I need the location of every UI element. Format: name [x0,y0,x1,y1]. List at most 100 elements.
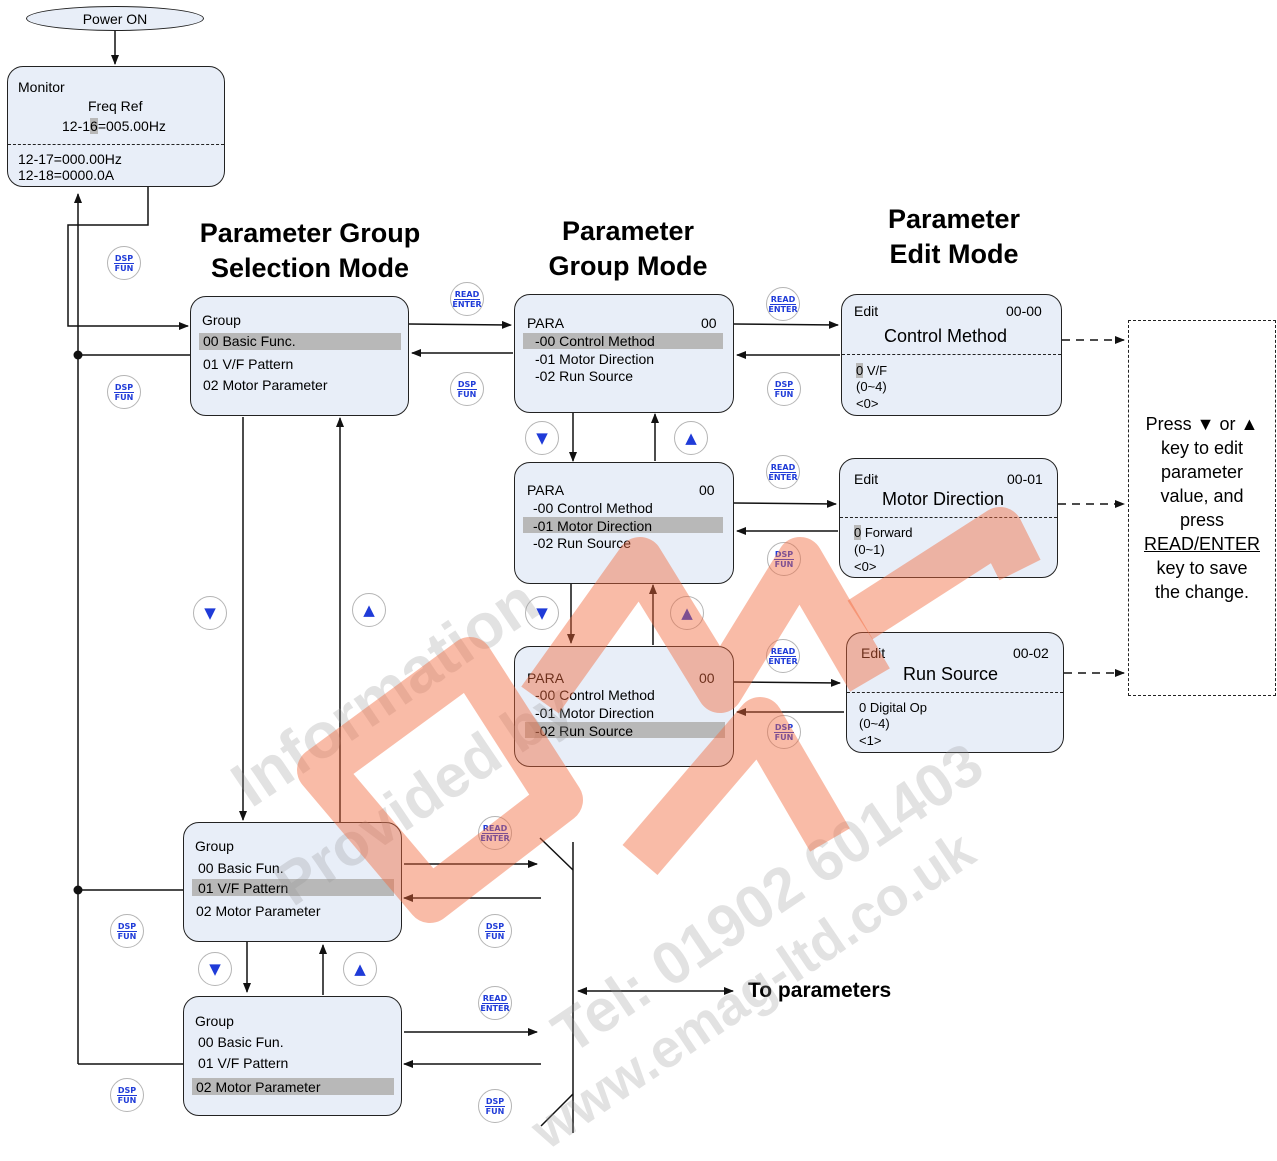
group-item-motor: 02 Motor Parameter [203,377,328,393]
group-item-basic: 00 Basic Func. [203,333,296,349]
edit-divider [842,354,1061,355]
up-key-icon: ▲ [670,596,704,630]
selection-highlight [199,333,401,350]
edit-box-2: Edit 00-01 Motor Direction 0 Forward (0~… [839,458,1058,578]
edit-title: Edit [854,303,879,319]
group-item-motor: 02 Motor Parameter [196,1079,321,1095]
selection-highlight [525,722,725,738]
up-key-icon: ▲ [674,421,708,455]
edit-value: 0 Forward [854,525,913,540]
group-item-vf: 01 V/F Pattern [198,1055,289,1071]
group-item-motor: 02 Motor Parameter [196,903,321,919]
para-box-2: PARA 00 -00 Control Method -01 Motor Dir… [514,462,734,584]
monitor-extra-2: 12-18=0000.0A [18,167,115,183]
para-code: 00 [699,670,715,686]
up-key-icon: ▲ [352,593,386,627]
edit-value: 0 Digital Op [859,700,927,715]
edit-divider [847,692,1063,693]
para-item-source: -02 Run Source [533,535,632,551]
selection-highlight [192,879,394,896]
para-item-control: -00 Control Method [535,333,655,349]
edit-box-1: Edit 00-00 Control Method 0 V/F (0~4) <0… [841,294,1062,416]
edit-title: Edit [861,645,886,661]
edit-range: (0~4) [856,379,887,394]
monitor-sub: Freq Ref [88,98,143,114]
instruction-note: Press ▼ or ▲ key to edit parameter value… [1128,320,1276,696]
monitor-extra-1: 12-17=000.00Hz [18,151,122,167]
monitor-box: Monitor Freq Ref 12-16=005.00Hz 12-17=00… [7,66,225,187]
edit-default: <0> [856,396,879,411]
connector-lines [67,30,1125,1133]
edit-param-name: Run Source [903,664,999,684]
para-item-direction: -01 Motor Direction [535,705,655,721]
para-code: 00 [699,482,715,498]
group-box-3: Group 00 Basic Fun. 01 V/F Pattern 02 Mo… [183,996,402,1116]
para-item-source: -02 Run Source [535,723,634,739]
edit-title: Edit [854,471,879,487]
para-item-control: -00 Control Method [535,687,655,703]
para-item-source: -02 Run Source [535,368,634,384]
up-key-icon: ▲ [343,952,377,986]
edit-divider [840,517,1057,518]
edit-range: (0~4) [859,716,890,731]
group-box-1: Group 00 Basic Func. 01 V/F Pattern 02 M… [190,296,409,416]
para-box-1: PARA 00 -00 Control Method -01 Motor Dir… [514,294,734,413]
down-key-icon: ▼ [525,596,559,630]
monitor-main-line: 12-16=005.00Hz [62,118,166,134]
selection-highlight [523,517,723,533]
para-item-direction: -01 Motor Direction [535,351,655,367]
to-parameters-label: To parameters [748,979,892,1002]
edit-value: 0 V/F [856,363,888,378]
edit-box-3: Edit 00-02 Run Source 0 Digital Op (0~4)… [846,632,1064,753]
para-box-3: PARA 00 -00 Control Method -01 Motor Dir… [514,646,734,767]
edit-code: 00-00 [1006,303,1042,319]
edit-range: (0~1) [854,542,885,557]
edit-default: <0> [854,559,877,574]
monitor-divider [8,144,224,145]
edit-param-name: Motor Direction [882,489,1005,509]
group-item-basic: 00 Basic Fun. [198,860,284,876]
read-enter-label: READ/ENTER [1143,534,1260,554]
para-title: PARA [527,482,565,498]
group-item-vf: 01 V/F Pattern [203,356,294,372]
group-item-basic: 00 Basic Fun. [198,1034,284,1050]
group-item-vf: 01 V/F Pattern [198,880,289,896]
edit-code: 00-01 [1007,471,1043,487]
down-key-icon: ▼ [193,596,227,630]
para-item-direction: -01 Motor Direction [533,518,653,534]
power-on-label: Power ON [82,10,148,27]
group-title: Group [195,1013,234,1029]
group-box-2: Group 00 Basic Fun. 01 V/F Pattern 02 Mo… [183,822,402,942]
selection-highlight [192,1078,394,1095]
para-title: PARA [527,315,565,331]
selection-highlight [523,333,723,349]
edit-code: 00-02 [1013,645,1049,661]
monitor-title: Monitor [18,79,65,95]
group-title: Group [202,312,241,328]
edit-default: <1> [859,733,882,748]
group-title: Group [195,838,234,854]
down-key-icon: ▼ [525,421,559,455]
para-title: PARA [527,670,565,686]
down-key-icon: ▼ [198,952,232,986]
para-code: 00 [701,315,717,331]
